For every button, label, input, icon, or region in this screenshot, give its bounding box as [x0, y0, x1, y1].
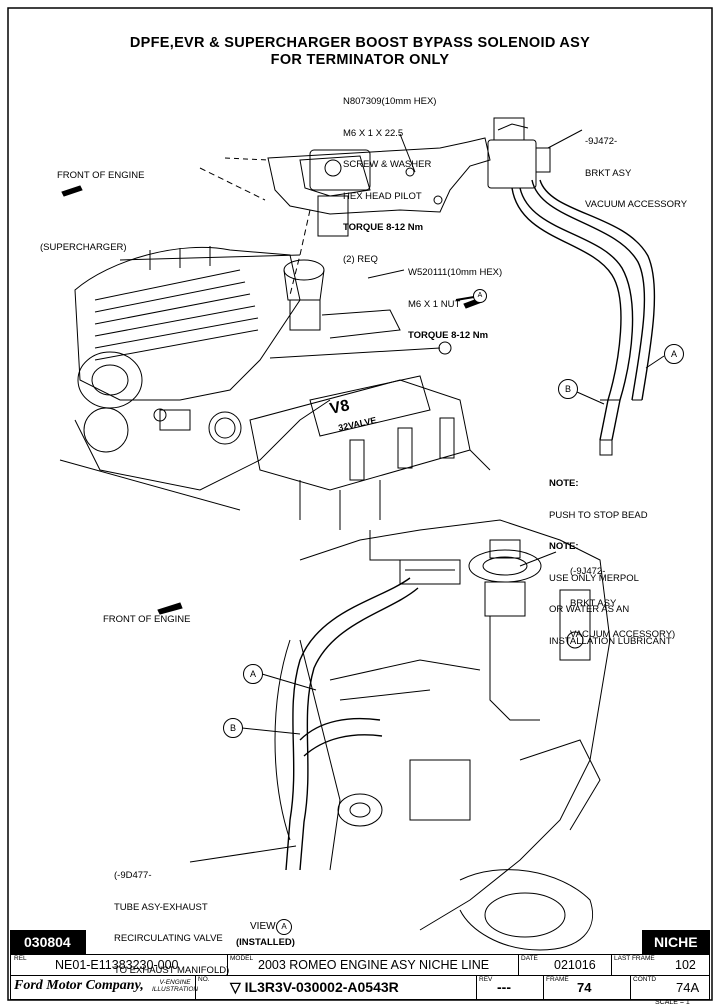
- model-label: MODEL: [230, 955, 254, 962]
- tube-part-number: (-9D477-: [114, 870, 152, 881]
- nut-torque: TORQUE 8-12 Nm: [408, 330, 489, 341]
- diagram-title-line1: DPFE,EVR & SUPERCHARGER BOOST BYPASS SOL…: [129, 35, 591, 51]
- installation-note: NOTE: PUSH TO STOP BEAD NOTE: USE ONLY M…: [549, 458, 672, 658]
- hose-label-b-upper: B: [558, 379, 578, 399]
- rev-value: ---: [497, 979, 511, 995]
- solenoid-bracket-art: [267, 117, 551, 237]
- rel-value: NE01-E11383230-000: [55, 958, 179, 972]
- date-label: DATE: [521, 955, 538, 962]
- hose-label-a-upper: A: [664, 344, 684, 364]
- rel-label: REL: [14, 955, 27, 962]
- diagram-title-line2: FOR TERMINATOR ONLY: [270, 52, 450, 68]
- note-lubricant-1: USE ONLY MERPOL: [549, 572, 639, 584]
- egr-valve-upper-art: [269, 259, 452, 359]
- illustration-line-2: ILLUSTRATION: [152, 986, 199, 993]
- tube-callout: (-9D477- TUBE ASY-EXHAUST RECIRCULATING …: [114, 850, 229, 987]
- view-letter: A: [276, 919, 292, 935]
- bracket-top-part-number: -9J472-: [585, 136, 618, 147]
- screw-size: M6 X 1 X 22.5: [343, 127, 404, 139]
- view-label: VIEW: [250, 921, 276, 932]
- supercharger-engine-art: [59, 246, 331, 511]
- view-arrow-a-marker: A: [473, 289, 487, 303]
- contd-label: CONTD: [633, 976, 657, 983]
- front-of-engine-top-label: FRONT OF ENGINE: [57, 170, 145, 181]
- bracket-top-name: BRKT ASY: [585, 167, 632, 179]
- illustration-line-1: V-ENGINE: [159, 979, 191, 986]
- hose-label-a-lower: A: [243, 664, 263, 684]
- supercharger-label: (SUPERCHARGER): [40, 242, 127, 253]
- note-heading-2: NOTE:: [549, 541, 579, 552]
- bracket-lower-name: BRKT ASY: [570, 597, 617, 609]
- no-value: ▽ IL3R3V-030002-A0543R: [230, 979, 399, 995]
- screw-head: HEX HEAD PILOT: [343, 190, 422, 202]
- last-frame-value: 102: [675, 958, 696, 972]
- illustration-mark: V-ENGINE ILLUSTRATION: [152, 979, 198, 993]
- contd-value: 74A: [676, 980, 700, 995]
- nut-callout: W520111(10mm HEX) M6 X 1 NUT TORQUE 8-12…: [408, 247, 502, 352]
- screw-part-number: N807309(10mm HEX): [343, 96, 437, 107]
- frame-label: FRAME: [546, 976, 569, 983]
- bracket-top-callout: -9J472- BRKT ASY VACUUM ACCESSORY: [585, 116, 687, 221]
- code-right: NICHE: [642, 930, 710, 954]
- valve-cover-art: [208, 375, 491, 530]
- code-left: 030804: [10, 930, 86, 954]
- screw-quantity: (2) REQ: [343, 253, 378, 265]
- bracket-lower-desc: VACUUM ACCESSORY): [570, 629, 676, 640]
- bracket-lower-callout: (-9J472- BRKT ASY VACUUM ACCESSORY): [570, 546, 675, 651]
- note-push-to-stop: PUSH TO STOP BEAD: [549, 509, 648, 521]
- scale-label: SCALE = 1: [655, 999, 690, 1006]
- rev-label: REV: [479, 976, 493, 983]
- tube-desc-2: TO EXHAUST MANIFOLD): [114, 964, 230, 976]
- ford-motor-company-logo: Ford Motor Company,: [14, 978, 144, 993]
- note-lubricant-3: INSTALLATION LUBRICANT: [549, 635, 672, 647]
- date-value: 021016: [554, 958, 596, 972]
- tube-desc-1: RECIRCULATING VALVE: [114, 933, 223, 944]
- note-heading-1: NOTE:: [549, 478, 579, 489]
- lower-engine-art: [274, 519, 611, 951]
- screw-type: SCREW & WASHER: [343, 159, 432, 170]
- frame-value: 74: [577, 980, 592, 995]
- model-value: 2003 ROMEO ENGINE ASY NICHE LINE: [258, 958, 490, 972]
- installed-label: (INSTALLED): [236, 937, 295, 948]
- tube-name: TUBE ASY-EXHAUST: [114, 901, 208, 913]
- note-lubricant-2: OR WATER AS AN: [549, 604, 630, 615]
- no-label: NO.: [198, 976, 210, 983]
- screw-torque: TORQUE 8-12 Nm: [343, 222, 424, 233]
- hose-label-b-lower: B: [223, 718, 243, 738]
- screw-callout: N807309(10mm HEX) M6 X 1 X 22.5 SCREW & …: [343, 76, 436, 276]
- front-of-engine-lower-label: FRONT OF ENGINE: [103, 614, 191, 625]
- last-frame-label: LAST FRAME: [614, 955, 655, 962]
- nut-size: M6 X 1 NUT: [408, 298, 461, 310]
- contd-cell: [630, 975, 710, 1000]
- nut-part-number: W520111(10mm HEX): [408, 267, 503, 278]
- bracket-top-desc: VACUUM ACCESSORY: [585, 199, 688, 210]
- bracket-lower-part-number: (-9J472-: [570, 566, 606, 577]
- egr-tube-art: [285, 577, 419, 871]
- vacuum-hoses-art: [511, 179, 656, 441]
